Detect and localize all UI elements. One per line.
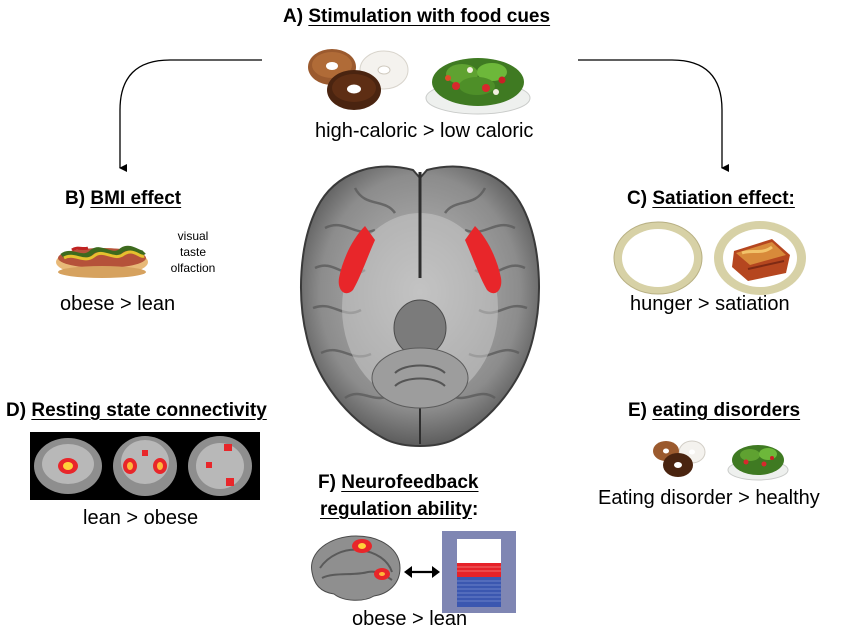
section-b-prefix: B) <box>65 188 86 209</box>
section-f-title: F) Neurofeedback regulation ability: <box>318 469 479 523</box>
section-a-label: Stimulation with food cues <box>308 6 551 27</box>
section-b-caption: obese > lean <box>60 293 176 315</box>
arrow-to-bmi <box>119 59 262 172</box>
lasagna-plate-icon <box>714 221 806 295</box>
activation-left <box>338 226 375 294</box>
section-c-caption: hunger > satiation <box>630 293 790 315</box>
section-f-caption: obese > lean <box>352 608 468 630</box>
section-c-prefix: C) <box>627 188 648 209</box>
bagels-small-icon <box>653 440 706 477</box>
section-d-prefix: D) <box>6 400 27 421</box>
empty-plate-icon <box>613 221 703 295</box>
section-a-title: A) Stimulation with food cues <box>283 6 550 28</box>
hotdog-icon <box>56 245 148 278</box>
section-e-caption: Eating disorder > healthy <box>598 487 820 509</box>
arrow-to-satiation <box>578 59 729 172</box>
section-b-label: BMI effect <box>90 188 182 209</box>
section-c-label: Satiation effect: <box>652 188 795 209</box>
thermometer-bar-icon <box>442 531 516 613</box>
section-f-suffix: : <box>472 499 479 520</box>
sense-olfaction: olfaction <box>170 261 216 275</box>
section-f-label-line2: regulation ability <box>320 499 473 520</box>
brain-sagittal-icon <box>311 535 401 601</box>
brain-axial-icon <box>300 165 540 447</box>
section-f-label-line1: Neurofeedback <box>341 472 479 493</box>
senses-list: visual taste olfaction <box>162 228 224 276</box>
section-d-title: D) Resting state connectivity <box>6 400 267 422</box>
sense-taste: taste <box>179 245 206 259</box>
section-e-label: eating disorders <box>652 400 801 421</box>
section-a-caption: high-caloric > low caloric <box>315 120 534 142</box>
section-a-prefix: A) <box>283 6 304 27</box>
mri-slices-icon <box>30 432 260 500</box>
bagels-icon <box>308 49 409 110</box>
sense-visual: visual <box>177 229 209 243</box>
salad-icon <box>425 58 531 115</box>
section-d-caption: lean > obese <box>83 507 199 529</box>
section-d-label: Resting state connectivity <box>31 400 267 421</box>
section-b-title: B) BMI effect <box>65 188 181 210</box>
double-arrow-icon <box>404 566 440 578</box>
section-f-prefix: F) <box>318 472 336 493</box>
section-e-title: E) eating disorders <box>628 400 800 422</box>
salad-small-icon <box>727 445 789 481</box>
section-c-title: C) Satiation effect: <box>627 188 795 210</box>
activation-right <box>465 226 502 294</box>
section-e-prefix: E) <box>628 400 647 421</box>
